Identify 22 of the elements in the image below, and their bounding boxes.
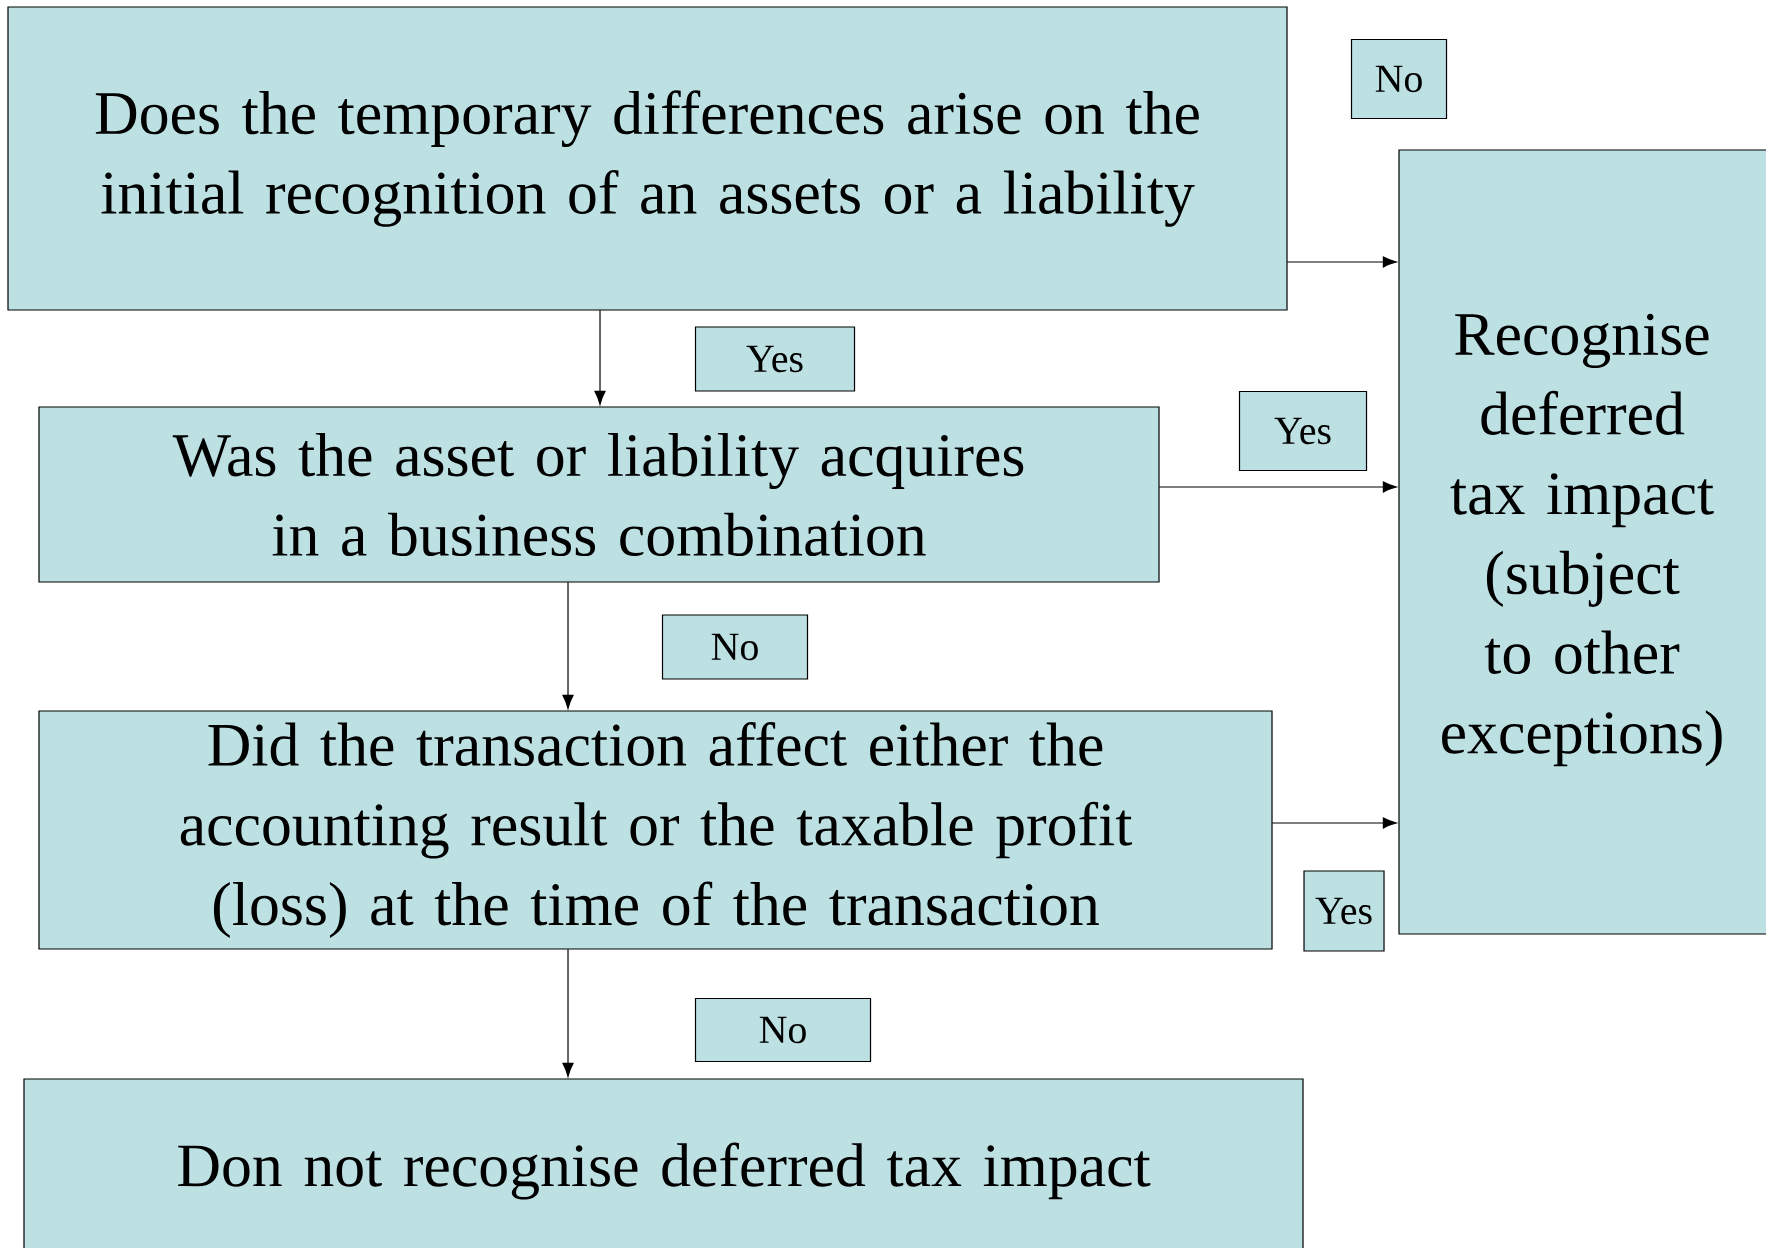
edge-label: No [694,997,872,1063]
edge-label: No [1350,38,1448,120]
edge-label: No [661,614,809,680]
arrow [562,948,574,1077]
edge-label: Yes [1238,390,1368,472]
box-text: Was the asset or liability acquires in a business combination [172,432,1024,557]
process-box [38,406,1160,583]
process-box [7,6,1288,311]
arrow [1158,481,1397,493]
process-box [1398,149,1766,935]
box-text: Don not recognise deferred tax impact [178,1142,1151,1200]
arrow [1271,817,1397,829]
edge-label: Yes [1303,870,1385,952]
arrow [562,581,574,709]
box-text: Does the temporary differences arise on the initial recognition of an assets or a liability [95,90,1199,227]
edge-label: Yes [694,326,856,392]
arrow [1286,256,1397,268]
process-box [23,1078,1304,1248]
process-box [38,710,1273,950]
arrow [594,309,606,405]
box-text: Did the transaction affect either the accounting result or the taxable profit (loss) at the time of the transaction [180,722,1133,939]
box-text: Recognise deferred tax impact (subject to other exceptions) [1442,313,1722,767]
